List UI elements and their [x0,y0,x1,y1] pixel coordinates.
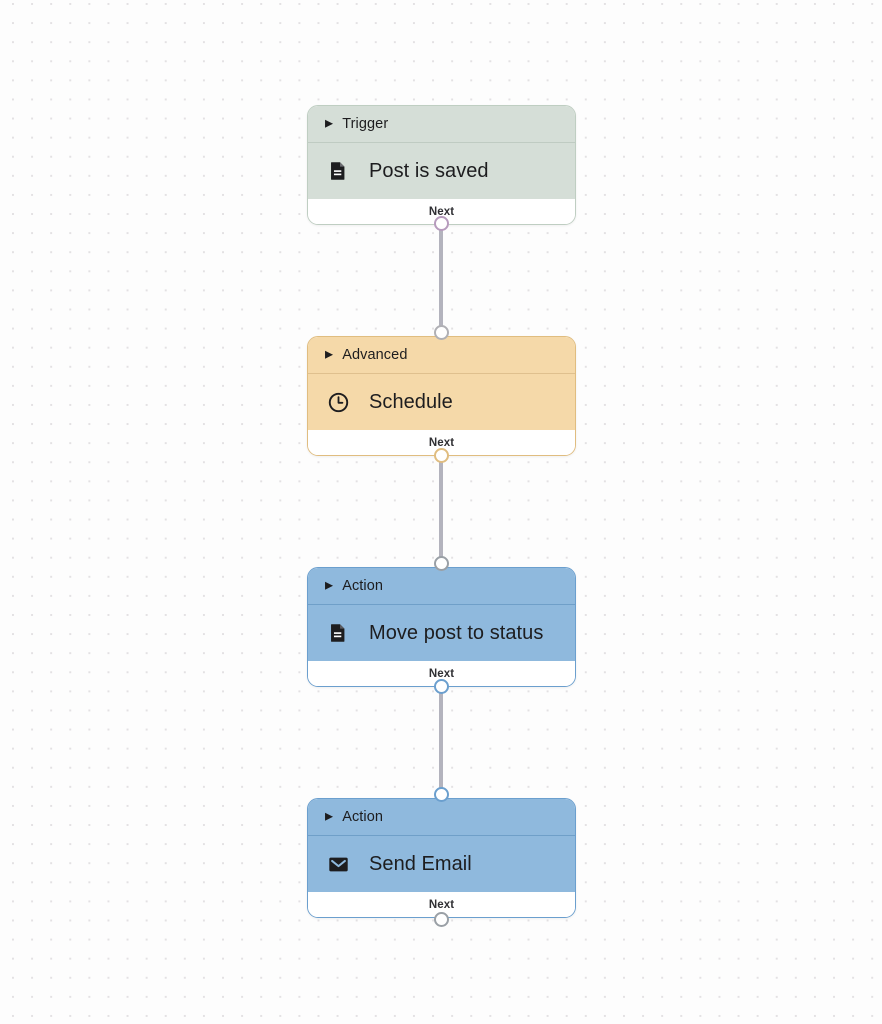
node-header-action[interactable]: ▶ Action [308,568,575,604]
node-header-action[interactable]: ▶ Action [308,799,575,835]
collapse-caret-icon[interactable]: ▶ [325,579,334,592]
node-title: Send Email [369,852,472,875]
node-header-trigger[interactable]: ▶ Trigger [308,106,575,142]
node-body-trigger[interactable]: Post is saved [308,143,575,200]
envelope-icon [326,852,350,876]
node-divider [308,604,575,606]
collapse-caret-icon[interactable]: ▶ [325,348,334,361]
handle-action2-in[interactable] [434,787,449,802]
document-icon [326,621,350,645]
node-title: Schedule [369,390,453,413]
node-title: Post is saved [369,159,489,182]
document-icon [326,159,350,183]
node-category-label: Action [342,809,384,825]
workflow-node-advanced[interactable]: ▶ Advanced Schedule Next [307,336,576,457]
node-divider [308,373,575,375]
node-body-advanced[interactable]: Schedule [308,374,575,431]
handle-action1-in[interactable] [434,556,449,571]
collapse-caret-icon[interactable]: ▶ [325,117,334,130]
handle-action2-out[interactable] [434,912,449,927]
collapse-caret-icon[interactable]: ▶ [325,810,334,823]
node-body-action[interactable]: Send Email [308,836,575,893]
node-category-label: Trigger [342,116,389,132]
node-divider [308,142,575,144]
node-title: Move post to status [369,621,544,644]
handle-action1-out[interactable] [434,679,449,694]
node-category-label: Action [342,578,384,594]
edge-action1-to-action2[interactable] [439,685,443,793]
workflow-node-trigger[interactable]: ▶ Trigger Post is saved Next [307,105,576,226]
handle-advanced-in[interactable] [434,325,449,340]
node-category-label: Advanced [342,347,408,363]
handle-advanced-out[interactable] [434,448,449,463]
edge-advanced-to-action1[interactable] [439,453,443,563]
node-divider [308,835,575,837]
node-body-action[interactable]: Move post to status [308,605,575,662]
node-header-advanced[interactable]: ▶ Advanced [308,337,575,373]
workflow-node-action-move-post[interactable]: ▶ Action Move post to status Next [307,567,576,688]
edge-trigger-to-advanced[interactable] [439,222,443,332]
workflow-node-action-send-email[interactable]: ▶ Action Send Email Next [307,798,576,919]
handle-trigger-out[interactable] [434,216,449,231]
clock-icon [326,390,350,414]
